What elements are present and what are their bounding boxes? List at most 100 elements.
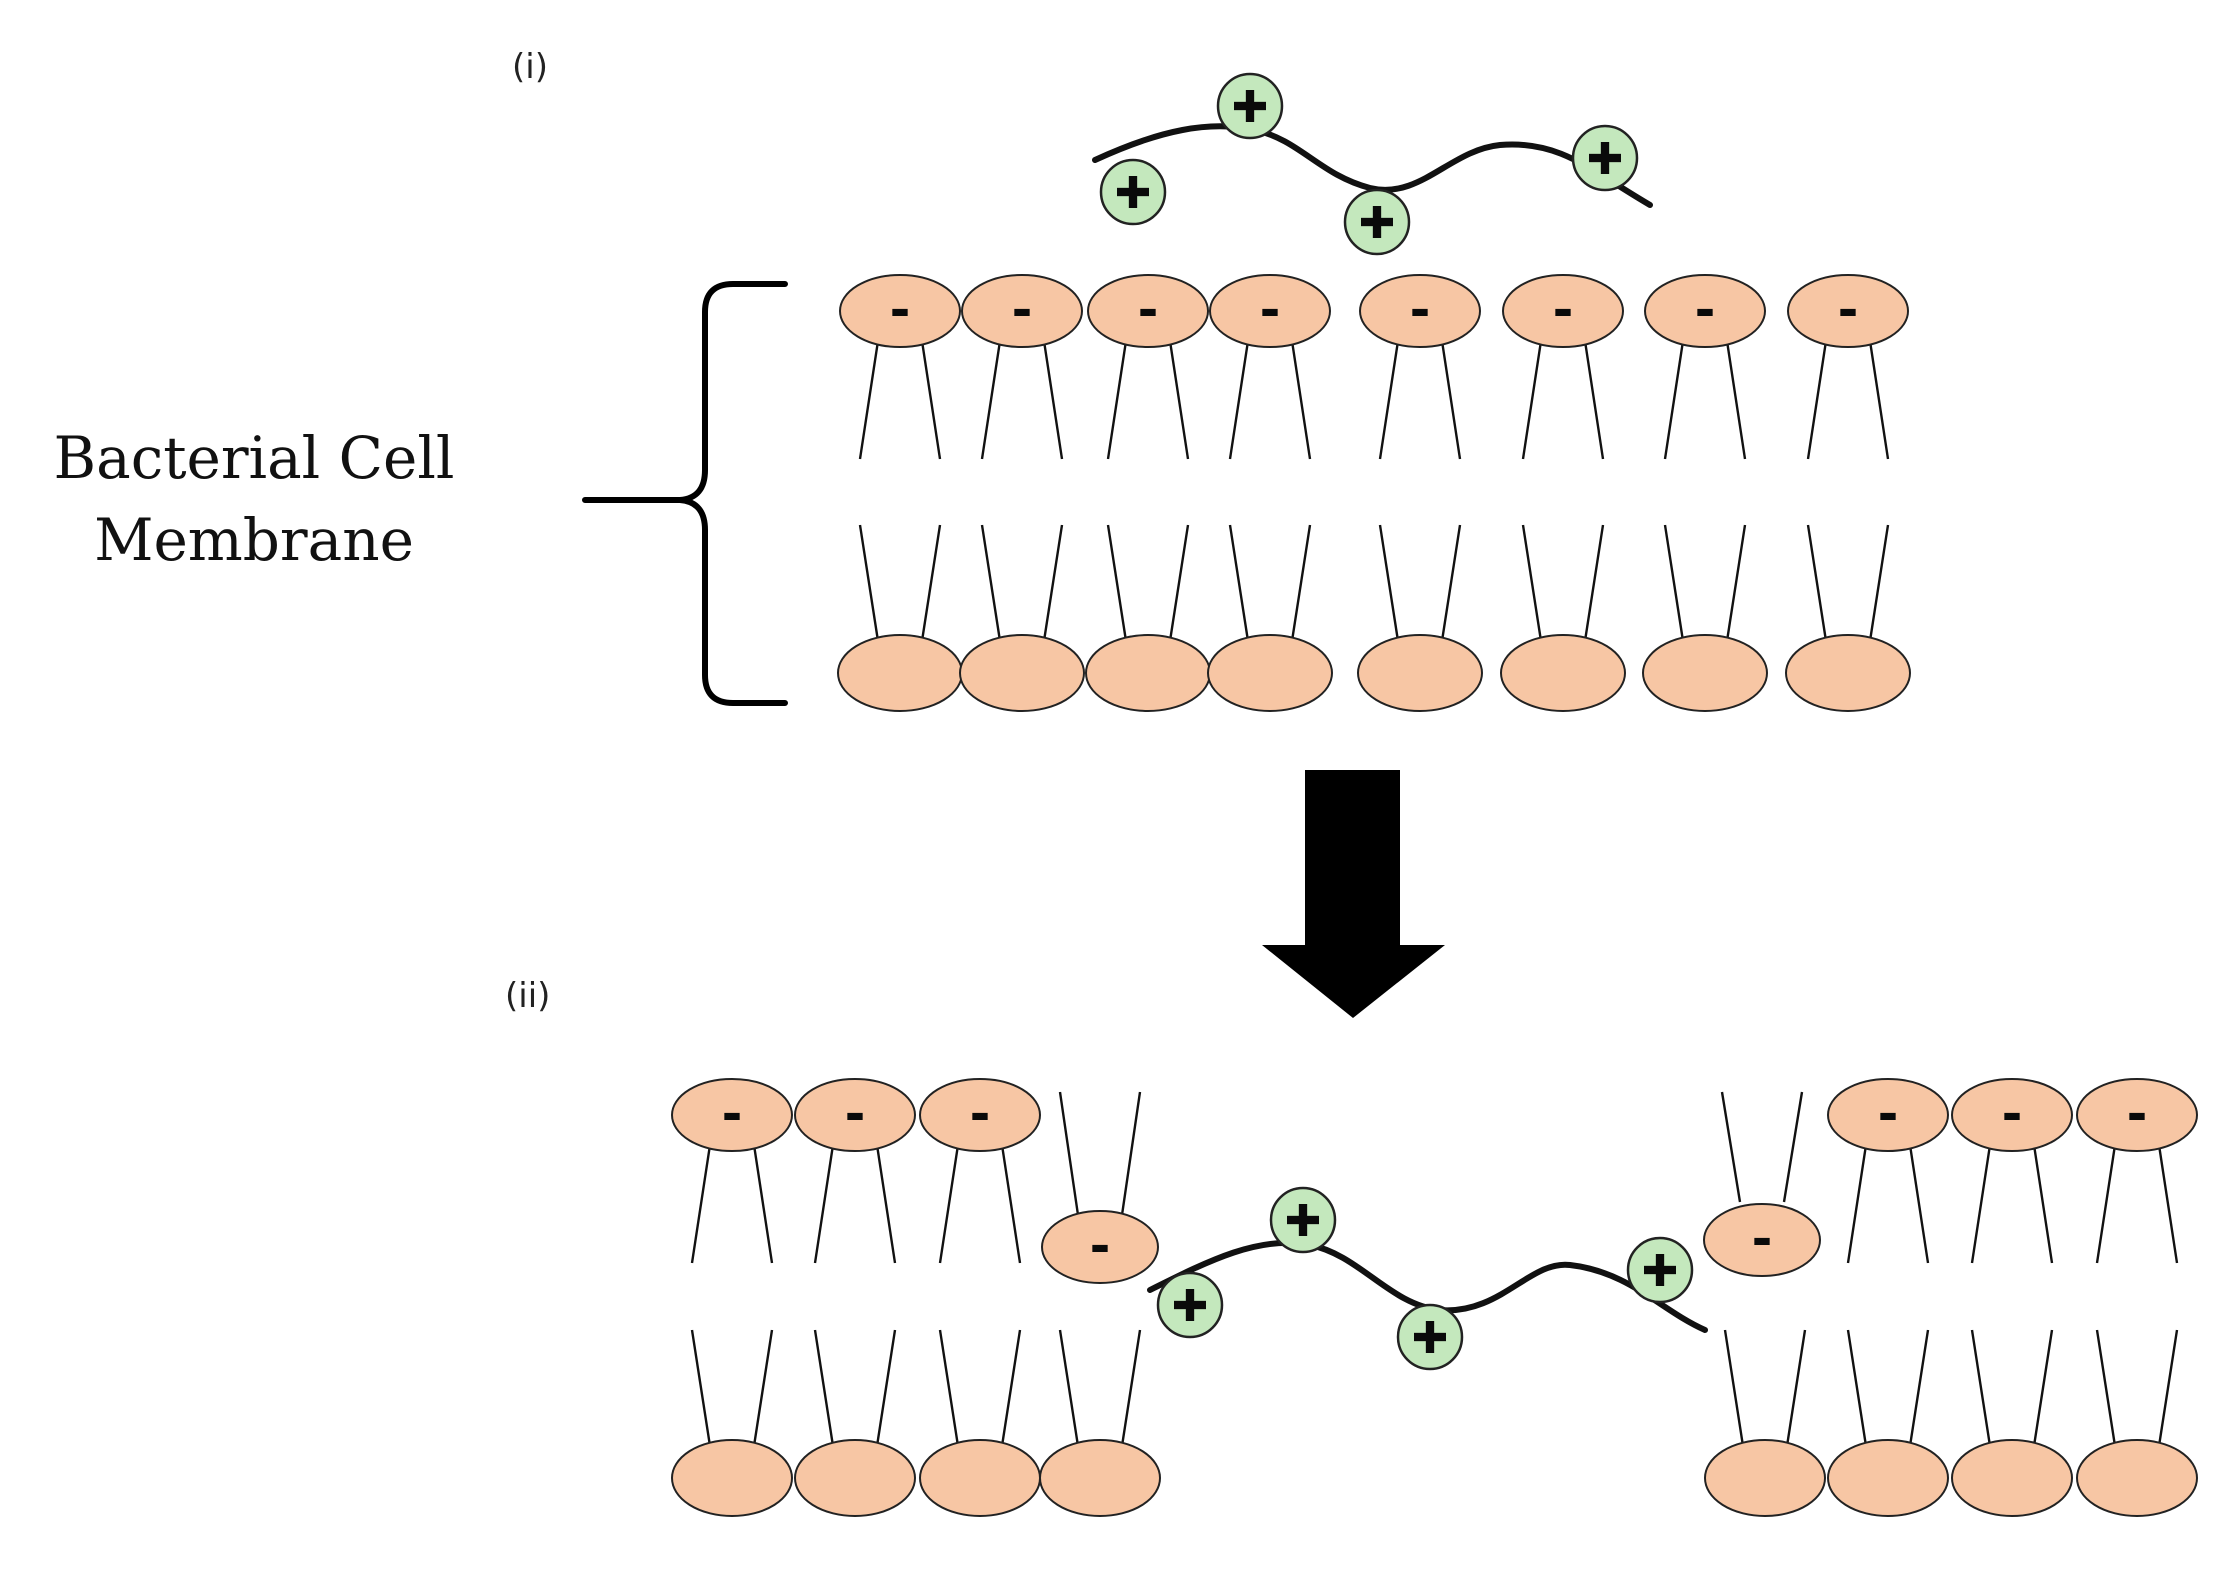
lipid-tail: [1785, 1329, 1807, 1447]
outer-leaflet-lipid: -: [839, 274, 961, 460]
outer-leaflet-lipid: -: [1359, 274, 1481, 460]
lipid-head: [837, 634, 963, 712]
lipid-tail: [690, 1144, 712, 1264]
lipid-head: [1500, 634, 1626, 712]
lipid-head: [1041, 1210, 1159, 1284]
negative-charge-icon: -: [1553, 281, 1574, 339]
inner-leaflet-lipid: [1500, 524, 1626, 712]
outer-leaflet-lipid: -: [919, 1078, 1041, 1264]
lipid-head: [1951, 1439, 2073, 1517]
lipid-head: [1087, 274, 1209, 348]
lipid-tail: [1168, 340, 1190, 460]
lipid-head: [1085, 634, 1211, 712]
negative-charge-icon: -: [2127, 1085, 2148, 1143]
inner-leaflet-lipid: [919, 1329, 1041, 1517]
inner-lipid-head: [919, 1439, 1041, 1517]
lipid-tail: [752, 1144, 774, 1264]
lipid-tail: [1521, 340, 1543, 460]
outer-lipid-head: -: [671, 1078, 793, 1152]
lipid-tail: [1168, 524, 1190, 642]
lipid-tail: [752, 1329, 774, 1447]
outer-leaflet-lipid: -: [2076, 1078, 2198, 1264]
lipid-head: [919, 1439, 1041, 1517]
inner-leaflet-lipid: [1704, 1329, 1826, 1517]
lipid-head: [1644, 274, 1766, 348]
lipid-tail: [1440, 524, 1462, 642]
negative-charge-icon: -: [1695, 281, 1716, 339]
outer-lipid-head: -: [1087, 274, 1209, 348]
negative-charge-icon: -: [1138, 281, 1159, 339]
lipid-tail: [2157, 1144, 2179, 1264]
lipid-head: [1787, 274, 1909, 348]
lipid-tail: [2032, 1329, 2054, 1447]
lipid-tail: [1970, 1329, 1992, 1447]
lipid-tail: [1440, 340, 1462, 460]
lipid-tail: [1106, 524, 1128, 642]
lipid-head: [794, 1439, 916, 1517]
panel-label-i: (i): [512, 47, 548, 87]
lipid-head: [1359, 274, 1481, 348]
lipid-tail: [1058, 1091, 1080, 1216]
lipid-tail: [1663, 524, 1685, 642]
outer-lipid-head: -: [1827, 1078, 1949, 1152]
inner-leaflet-lipid: [837, 524, 963, 712]
outer-leaflet-lipid: -: [1787, 274, 1909, 460]
inner-leaflet-lipid: [1207, 524, 1333, 712]
plus-bar-vertical: [1185, 1289, 1195, 1321]
outer-lipid-head: -: [2076, 1078, 2198, 1152]
inner-lipid-head: [2076, 1439, 2198, 1517]
inner-lipid-head: [1085, 634, 1211, 712]
lipid-tail: [1228, 524, 1250, 642]
plus-bar-vertical: [1245, 90, 1255, 122]
inner-lipid-head: [1642, 634, 1768, 712]
lipid-tail: [2095, 1144, 2117, 1264]
cationic-peptide-approaching: ++++: [1092, 72, 1653, 256]
outer-leaflet-lipid: -: [1644, 274, 1766, 460]
lipid-tail: [1042, 524, 1064, 642]
peptide-backbone: [1092, 123, 1653, 208]
negative-charge-icon: -: [1090, 1217, 1111, 1275]
negative-charge-icon: -: [1012, 281, 1033, 339]
lipid-tail: [1378, 524, 1400, 642]
lipid-tail: [920, 524, 942, 642]
inner-leaflet-lipid: [1827, 1329, 1949, 1517]
lipid-tail: [1378, 340, 1400, 460]
membrane-label-line-2: Membrane: [94, 506, 414, 574]
lipid-tail: [875, 1144, 897, 1264]
lipid-tail: [1908, 1329, 1930, 1447]
lipid-tail: [1806, 524, 1828, 642]
lipid-tail: [2095, 1329, 2117, 1447]
outer-lipid-head: -: [1787, 274, 1909, 348]
outer-leaflet-lipid: -: [1087, 274, 1209, 460]
lipid-tail: [690, 1329, 712, 1447]
plus-bar-vertical: [1372, 206, 1382, 238]
lipid-head: [671, 1439, 793, 1517]
lipid-tail: [1000, 1329, 1022, 1447]
positive-charge-icon: +: [1099, 158, 1167, 226]
inner-lipid-head: [959, 634, 1085, 712]
lipid-tail: [1290, 524, 1312, 642]
outer-lipid-head: -: [1951, 1078, 2073, 1152]
lipid-tail: [1042, 340, 1064, 460]
lipid-tail: [1908, 1144, 1930, 1264]
inner-lipid-head: [1207, 634, 1333, 712]
outer-lipid-head: -: [794, 1078, 916, 1152]
bilayer-disrupted: --------: [671, 1078, 2198, 1517]
inner-leaflet-lipid: [1357, 524, 1483, 712]
lipid-tail: [1782, 1091, 1804, 1203]
plus-bar-vertical: [1655, 1254, 1665, 1286]
lipid-tail: [1120, 1091, 1142, 1216]
lipid-tail: [1058, 1329, 1080, 1447]
outer-lipid-head: -: [1209, 274, 1331, 348]
lipid-head: [671, 1078, 793, 1152]
inner-leaflet-lipid: [1085, 524, 1211, 712]
outer-lipid-head: -: [839, 274, 961, 348]
inner-leaflet-lipid: [1642, 524, 1768, 712]
outer-leaflet-lipid: -: [794, 1078, 916, 1264]
lipid-head: [1827, 1078, 1949, 1152]
lipid-head: [2076, 1078, 2198, 1152]
lipid-tail: [938, 1329, 960, 1447]
lipid-tail: [1000, 1144, 1022, 1264]
down-arrow-icon: [1262, 770, 1445, 1018]
